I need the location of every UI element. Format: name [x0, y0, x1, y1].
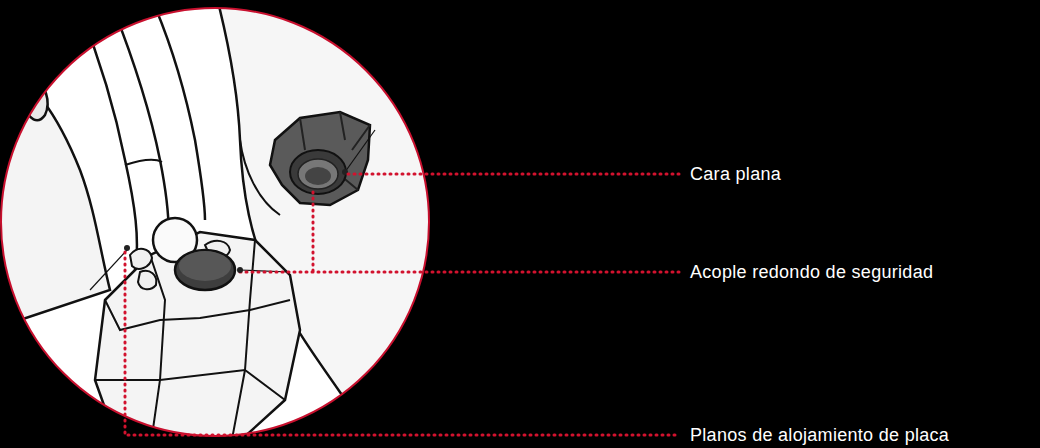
- leader-lines: [124, 169, 680, 435]
- part-label: Acople redondo de seguridad: [690, 261, 933, 283]
- part-label: Cara plana: [690, 163, 781, 185]
- part-label: Planos de alojamiento de placa: [690, 424, 949, 446]
- detail-view: [0, 0, 450, 448]
- detail-circle: [1, 8, 429, 436]
